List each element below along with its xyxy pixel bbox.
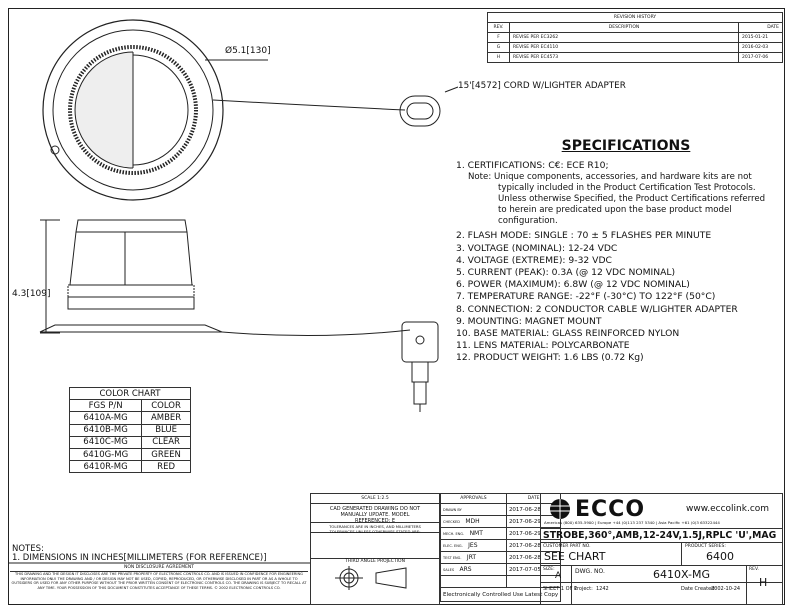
brand-logo: ECCO <box>575 497 646 522</box>
spec-item: 5. CURRENT (PEAK): 0.3A (@ 12 VDC NOMINA… <box>456 267 676 279</box>
ecco-logo-icon <box>550 499 570 519</box>
specifications-title: SPECIFICATIONS <box>561 138 691 154</box>
spec-item: 10. BASE MATERIAL: GLASS REINFORCED NYLO… <box>456 328 680 340</box>
cad-note: CAD GENERATED DRAWING DO NOT MANUALLY UP… <box>311 504 439 524</box>
projection-label: THIRD ANGLE PROJECTION <box>345 559 405 564</box>
cord-callout: 15'[4572] CORD W/LIGHTER ADAPTER <box>458 81 626 91</box>
tolerance-grid <box>311 533 439 559</box>
height-dimension: 4.3[109] <box>12 289 51 299</box>
notes: NOTES: 1. DIMENSIONS IN INCHES[MILLIMETE… <box>12 545 267 563</box>
controlled-copy-note: Electronically Controlled Use Latest Cop… <box>439 587 562 602</box>
website: www.eccolink.com <box>686 504 770 514</box>
tolerance-note: TOLERANCES ARE IN INCHES, AND MILLIMETER… <box>311 523 439 534</box>
series-label: PRODUCT SERIES: <box>685 544 726 549</box>
nda-text: THIS DRAWING AND THE DESIGN IT DISCLOSES… <box>11 572 307 590</box>
date-created: 2002-10-24 <box>711 586 741 592</box>
product-title: STROBE,360°,AMB,12-24V,1.5J,RPLC 'U',MAG <box>541 529 782 543</box>
third-angle-projection-icon <box>335 566 407 590</box>
spec-item: 12. PRODUCT WEIGHT: 1.6 LBS (0.72 Kg) <box>456 352 644 364</box>
title-block-left: SCALE 1:2.5 CAD GENERATED DRAWING DO NOT… <box>310 493 440 605</box>
spec-item: 11. LENS MATERIAL: POLYCARBONATE <box>456 340 630 352</box>
diameter-dimension: Ø5.1[130] <box>225 46 271 56</box>
spec-item: 4. VOLTAGE (EXTREME): 9-32 VDC <box>456 254 612 266</box>
revision: H <box>759 576 768 589</box>
specifications: SPECIFICATIONS 1. CERTIFICATIONS: C€: EC… <box>456 138 776 365</box>
spec-item: 6. POWER (MAXIMUM): 6.8W (@ 12 VDC NOMIN… <box>456 279 690 291</box>
notes-title: NOTES: <box>12 544 44 554</box>
spec-item: 7. TEMPERATURE RANGE: -22°F (-30°C) TO 1… <box>456 291 716 303</box>
color-chart-title: COLOR CHART <box>69 386 191 401</box>
spec-item: 8. CONNECTION: 2 CONDUCTOR CABLE W/LIGHT… <box>456 303 738 315</box>
customer-part: SEE CHART <box>544 550 606 563</box>
spec-item: 9. MOUNTING: MAGNET MOUNT <box>456 315 602 327</box>
spec-item: 2. FLASH MODE: SINGLE : 70 ± 5 FLASHES P… <box>456 230 712 242</box>
spec-certifications: 1. CERTIFICATIONS: C€: ECE R10; <box>456 160 609 172</box>
spec-list: 2. FLASH MODE: SINGLE : 70 ± 5 FLASHES P… <box>456 230 776 364</box>
nda: NON DISCLOSURE AGREEMENT THIS DRAWING AN… <box>10 565 308 590</box>
top-view <box>42 19 268 201</box>
lighter-adapter-side <box>401 321 439 412</box>
title-block-right: ECCO www.eccolink.com Americas (800) 635… <box>540 493 783 605</box>
spec-item: 3. VOLTAGE (NOMINAL): 12-24 VDC <box>456 242 618 254</box>
sheet-number: SHEET 1 OF 1 <box>543 586 578 592</box>
contacts: Americas (800) 635-5900 | Europe +44 (0)… <box>544 520 720 525</box>
fgs-pn-header: FGS P/N <box>68 399 143 413</box>
size: A <box>555 571 562 581</box>
spec-note: Note: Unique components, accessories, an… <box>468 172 766 227</box>
note-item: 1. DIMENSIONS IN INCHES[MILLIMETERS (FOR… <box>12 553 267 563</box>
product-series: 6400 <box>706 550 734 563</box>
customer-part-label: CUSTOMER PART NO. <box>543 544 591 549</box>
drawing-number: 6410X-MG <box>653 568 710 581</box>
nda-title: NON DISCLOSURE AGREEMENT <box>10 565 308 572</box>
scale: SCALE 1:2.5 <box>311 494 439 504</box>
side-view <box>39 219 411 337</box>
approval-row: DRAWN BY 2017-06-28 <box>440 503 562 516</box>
cord-adapter-top <box>212 86 459 127</box>
color-header: COLOR <box>141 399 191 413</box>
project-number: 1242 <box>596 586 609 592</box>
